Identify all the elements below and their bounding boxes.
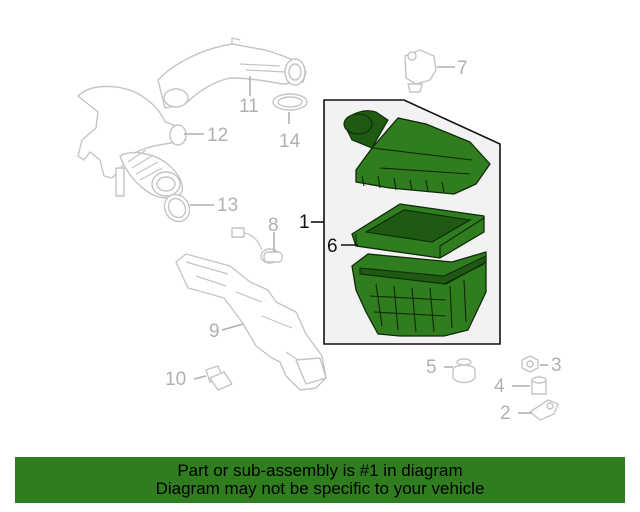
callout-14: 14 [279, 131, 301, 152]
leader-lines [184, 66, 548, 414]
callout-13: 13 [217, 195, 238, 216]
air-cleaner-lower-housing [351, 251, 487, 337]
banner-line-1: Part or sub-assembly is #1 in diagram [177, 461, 463, 480]
callout-numbers: 7 11 14 12 13 8 9 10 5 3 4 2 1 6 [165, 58, 562, 424]
callout-11: 11 [239, 96, 259, 117]
air-cleaner-lid [343, 110, 491, 195]
banner-line-2: Diagram may not be specific to your vehi… [155, 479, 485, 498]
part-12-intake-resonator[interactable] [77, 85, 187, 199]
part-10-bolt[interactable] [205, 365, 233, 391]
callout-1: 1 [299, 212, 310, 233]
part-8-sensor[interactable] [231, 227, 283, 264]
callout-4: 4 [494, 376, 505, 397]
part-9-intake-duct[interactable] [175, 253, 327, 391]
callout-8: 8 [268, 215, 279, 236]
callout-6: 6 [327, 236, 338, 257]
part-13-clamp[interactable] [160, 190, 195, 226]
part-14-clamp[interactable] [272, 93, 308, 111]
part-11-air-duct[interactable] [157, 37, 307, 109]
callout-10: 10 [165, 369, 186, 390]
callout-5: 5 [426, 357, 437, 378]
part-1-air-cleaner-assembly[interactable] [343, 110, 491, 337]
part-2-bracket[interactable] [529, 399, 559, 421]
info-banner: Part or sub-assembly is #1 in diagram Di… [15, 457, 625, 503]
part-7-sensor[interactable] [404, 49, 437, 93]
callout-7: 7 [457, 58, 468, 79]
callout-3: 3 [551, 355, 562, 376]
callout-2: 2 [500, 403, 511, 424]
part-4-cushion[interactable] [531, 376, 547, 395]
callout-9: 9 [209, 321, 220, 342]
part-6-filter-element[interactable] [351, 203, 485, 259]
part-3-nut[interactable] [521, 355, 539, 373]
callout-12: 12 [207, 125, 228, 146]
part-5-grommet[interactable] [452, 358, 476, 384]
